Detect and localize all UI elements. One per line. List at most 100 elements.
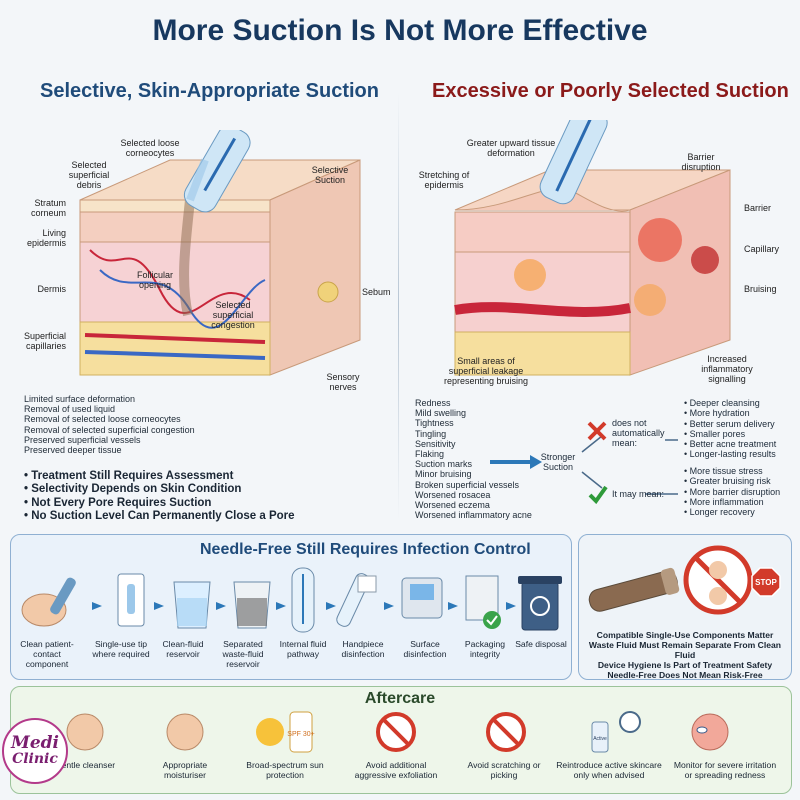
aftercare-icons: SPF 30+ Active: [66, 711, 729, 753]
list-item: • Smaller pores: [684, 428, 746, 439]
infection-control-title: Needle-Free Still Requires Infection Con…: [200, 541, 531, 558]
clinic-logo: Medi Clinic: [2, 718, 68, 784]
warning-icons: STOP: [588, 545, 781, 615]
step-waste-reservoir: Separated waste-fluid reservoir: [222, 639, 264, 669]
outcome-item: Removal of selected superficial congesti…: [24, 424, 195, 435]
label-bruising: Bruising: [744, 284, 777, 294]
label-dermis: Dermis: [37, 284, 67, 294]
list-item: • Deeper cleansing: [684, 398, 760, 408]
aftercare-monitor-irritation: Monitor for severe irritation or spreadi…: [673, 760, 777, 780]
label-loose-corneocytes: Selected loose corneocytes: [120, 138, 180, 158]
effect-item: Broken superficial vessels: [415, 479, 520, 490]
step-clean-reservoir: Clean-fluid reservoir: [162, 639, 204, 659]
label-capillary: Capillary: [744, 244, 780, 254]
flow-arrows: [490, 435, 678, 495]
list-item: • More inflammation: [684, 496, 764, 507]
effect-item: Flaking: [415, 449, 445, 460]
main-title: More Suction Is Not More Effective: [152, 14, 648, 47]
principle-item: No Suction Level Can Permanently Close a…: [24, 510, 294, 523]
effect-item: Sensitivity: [415, 438, 456, 449]
label-stratum-corneum: Stratum corneum: [30, 198, 66, 218]
label-selective-suction: Selective Suction: [311, 165, 349, 185]
label-stretching-epidermis: Stretching of epidermis: [418, 170, 470, 190]
label-inflammatory-signalling: Increased inflammatory signalling: [701, 354, 753, 384]
effect-item: Worsened inflammatory acne: [415, 510, 532, 521]
excessive-skin-illustration: [454, 120, 731, 376]
outcome-item: Limited surface deformation: [24, 394, 136, 404]
warning-item: Compatible Single-Use Components Matter: [596, 630, 774, 640]
label-superficial-congestion: Selected superficial congestion: [211, 300, 255, 330]
effect-item: Mild swelling: [415, 408, 467, 419]
aftercare-gentle-cleanser: Gentle cleanser: [54, 760, 116, 770]
aftercare-sun-protection: Broad-spectrum sun protection: [246, 760, 324, 780]
aftercare-moisturiser: Appropriate moisturiser: [162, 760, 208, 780]
effect-item: Minor bruising: [415, 469, 472, 480]
does-not-mean-list: • Deeper cleansing • More hydration • Be…: [684, 398, 776, 460]
step-safe-disposal: Safe disposal: [515, 639, 567, 649]
label-sebum: Sebum: [362, 287, 391, 297]
list-item: • Greater bruising risk: [684, 476, 771, 487]
infection-steps-icons: [21, 567, 562, 633]
may-mean-label: It may mean:: [612, 489, 665, 499]
principle-item: Not Every Pore Requires Suction: [24, 497, 295, 510]
outcome-item: Preserved superficial vessels: [24, 434, 141, 445]
list-item: • More barrier disruption: [684, 486, 781, 497]
principle-item: Treatment Still Requires Assessment: [24, 470, 295, 483]
step-clean-component: Clean patient-contact component: [20, 639, 74, 669]
label-superficial-leakage: Small areas of superficial leakage repre…: [443, 356, 529, 386]
effect-item: Suction marks: [415, 459, 473, 470]
warning-item: Device Hygiene Is Part of Treatment Safe…: [597, 660, 773, 670]
list-item: • Better acne treatment: [684, 439, 777, 450]
selective-skin-illustration: [79, 130, 361, 376]
aftercare-title: Aftercare: [364, 690, 436, 707]
warning-item: Waste Fluid Must Remain Separate From Cl…: [588, 640, 782, 660]
active-label: Active: [593, 736, 607, 742]
left-subtitle: Selective, Skin-Appropriate Suction: [40, 80, 379, 102]
list-item: • More tissue stress: [684, 466, 763, 476]
list-item: • More hydration: [684, 408, 750, 419]
aftercare-avoid-scratching: Avoid scratching or picking: [467, 760, 541, 780]
list-item: • Longer-lasting results: [684, 449, 776, 460]
check-icon: [588, 485, 608, 504]
principles-list: Treatment Still Requires Assessment Sele…: [24, 470, 295, 524]
column-divider: [398, 92, 399, 520]
aftercare-reintroduce-actives: Reintroduce active skincare only when ad…: [556, 760, 662, 780]
label-superficial-debris: Selected superficial debris: [68, 160, 110, 190]
label-follicular-opening: Follicular opening: [136, 270, 173, 290]
effect-item: Tingling: [415, 428, 447, 439]
outcome-item: Removal of used liquid: [24, 404, 116, 415]
effect-item: Redness: [415, 398, 451, 408]
stronger-suction-label: Stronger Suction: [540, 452, 576, 472]
label-barrier: Barrier: [744, 203, 772, 213]
effect-item: Tightness: [415, 418, 454, 429]
may-mean-list: • More tissue stress • Greater bruising …: [684, 466, 780, 517]
label-living-epidermis: Living epidermis: [26, 228, 66, 248]
logo-line1: Medi: [11, 733, 59, 753]
step-surface-disinfection: Surface disinfection: [403, 639, 447, 659]
cross-icon: [587, 421, 607, 441]
effect-item: Worsened rosacea: [415, 489, 491, 500]
spf-label: SPF 30+: [287, 731, 314, 738]
aftercare-avoid-exfoliation: Avoid additional aggressive exfoliation: [354, 760, 438, 780]
list-item: • Better serum delivery: [684, 418, 775, 429]
label-sensory-nerves: Sensory nerves: [326, 372, 360, 392]
does-not-mean-label: does not automatically mean:: [612, 418, 665, 448]
list-item: • Longer recovery: [684, 507, 755, 518]
label-superficial-capillaries: Superficial capillaries: [23, 331, 66, 351]
selective-outcomes-list: Limited surface deformation Removal of u…: [24, 394, 195, 455]
warning-item: Needle-Free Does Not Mean Risk-Free: [607, 670, 763, 680]
stop-sign-text: STOP: [755, 578, 777, 587]
outcome-item: Preserved deeper tissue: [24, 445, 122, 456]
step-handpiece-disinfection: Handpiece disinfection: [341, 639, 385, 659]
warning-statements: Compatible Single-Use Components Matter …: [584, 630, 786, 680]
effect-item: Worsened eczema: [415, 500, 490, 511]
side-effects-list: Redness Mild swelling Tightness Tingling…: [415, 398, 532, 520]
label-barrier-disruption: Barrier disruption: [681, 152, 721, 172]
step-single-use-tip: Single-use tip where required: [92, 639, 150, 659]
outcome-item: Removal of selected loose corneocytes: [24, 414, 181, 425]
step-internal-pathway: Internal fluid pathway: [279, 639, 327, 659]
logo-line2: Clinic: [12, 751, 58, 767]
right-subtitle: Excessive or Poorly Selected Suction: [432, 80, 789, 102]
label-tissue-deformation: Greater upward tissue deformation: [466, 138, 556, 158]
step-packaging-integrity: Packaging integrity: [464, 639, 506, 659]
